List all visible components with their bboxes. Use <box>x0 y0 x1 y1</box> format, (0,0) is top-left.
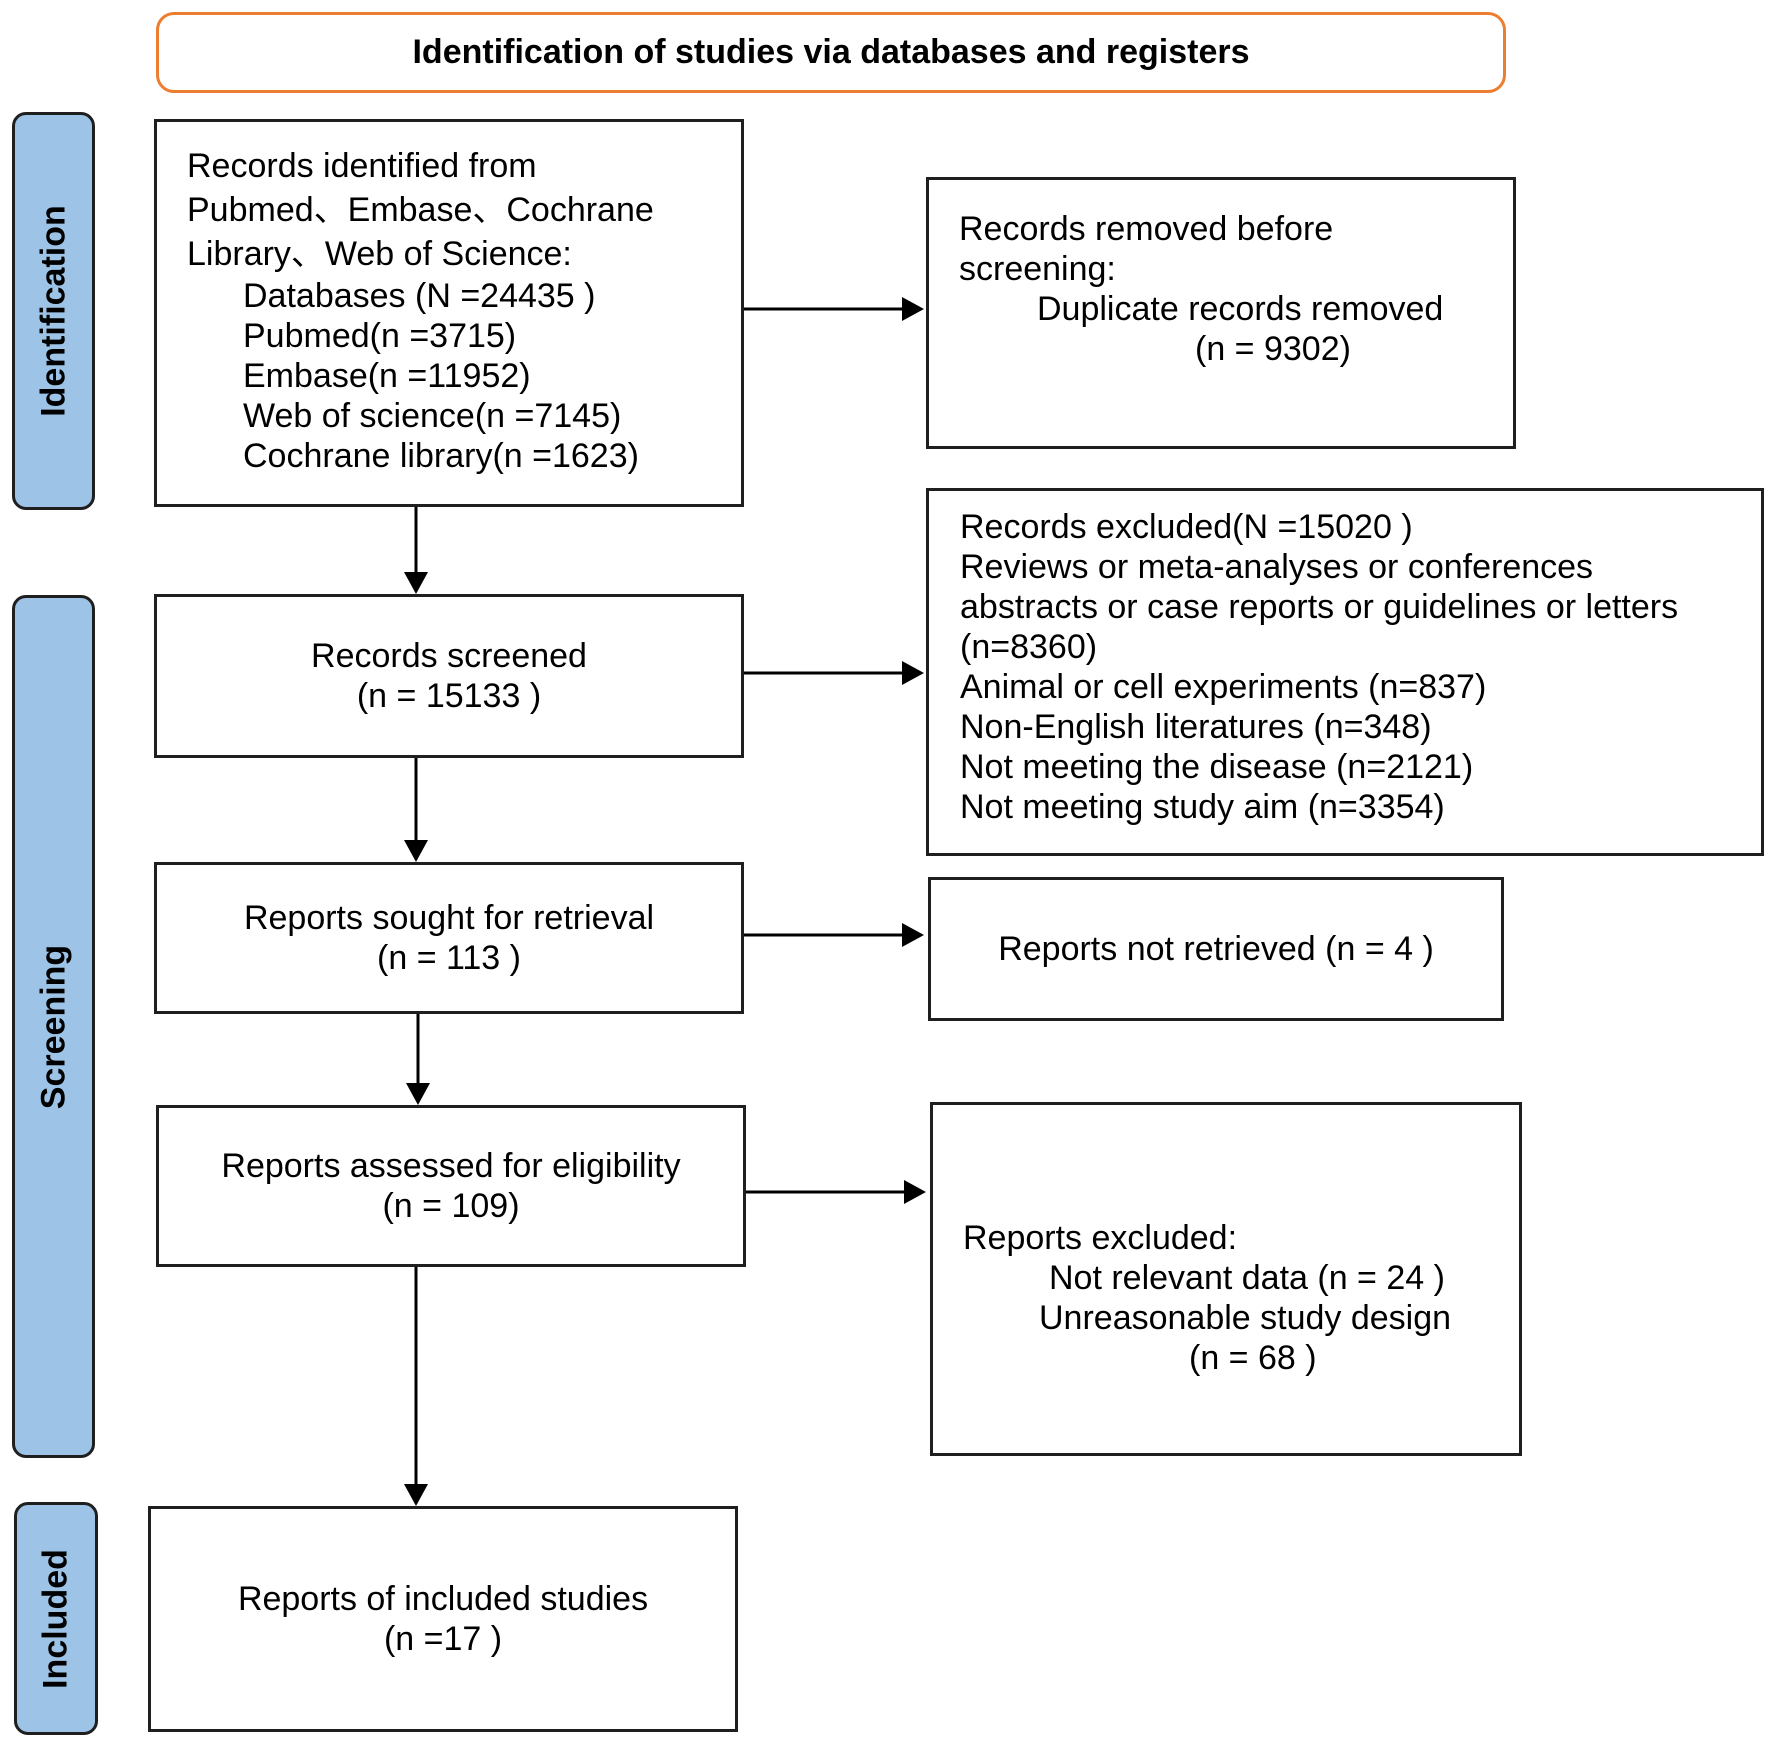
records-removed-line: screening: <box>959 250 1116 288</box>
records-identified-box: Records identified from Pubmed、Embase、Co… <box>154 119 744 507</box>
records-excluded-line: Reviews or meta-analyses or conferences <box>960 548 1594 586</box>
arrow-screened-to-excluded-head <box>902 661 924 685</box>
header-title-box: Identification of studies via databases … <box>156 12 1506 93</box>
reports-included-count: (n =17 ) <box>383 1620 503 1658</box>
arrow-assessed-to-excluded-head <box>904 1180 926 1204</box>
records-removed-line: Duplicate records removed <box>1037 290 1444 328</box>
phase-identification: Identification <box>12 112 95 510</box>
reports-sought-label: Reports sought for retrieval <box>243 899 655 937</box>
reports-assessed-count: (n = 109) <box>382 1187 520 1225</box>
reports-included-box: Reports of included studies (n =17 ) <box>148 1506 738 1732</box>
records-screened-label: Records screened <box>311 637 587 675</box>
reports-assessed-label: Reports assessed for eligibility <box>221 1147 681 1185</box>
records-screened-count: (n = 15133 ) <box>356 677 542 715</box>
reports-included-label: Reports of included studies <box>237 1580 649 1618</box>
records-identified-line: Web of science(n =7145) <box>243 397 622 435</box>
arrow-sought-to-not-retrieved-head <box>902 923 924 947</box>
records-excluded-line: Animal or cell experiments (n=837) <box>960 668 1487 706</box>
records-excluded-line: abstracts or case reports or guidelines … <box>960 588 1679 626</box>
reports-excluded-line: Reports excluded: <box>963 1219 1238 1257</box>
reports-excluded-line: Unreasonable study design <box>1039 1299 1452 1337</box>
records-identified-line: Embase(n =11952) <box>243 357 531 395</box>
header-title: Identification of studies via databases … <box>412 33 1250 71</box>
reports-excluded-line: Not relevant data (n = 24 ) <box>1049 1259 1445 1297</box>
reports-not-retrieved-box: Reports not retrieved (n = 4 ) <box>928 877 1504 1021</box>
records-excluded-box: Records excluded(N =15020 ) Reviews or m… <box>926 488 1764 856</box>
records-identified-line: Library、Web of Science: <box>187 235 572 273</box>
records-screened-box: Records screened (n = 15133 ) <box>154 594 744 758</box>
records-removed-line: Records removed before <box>959 210 1334 248</box>
records-identified-line: Cochrane library(n =1623) <box>243 437 639 475</box>
phase-included: Included <box>14 1502 98 1735</box>
arrow-screened-to-sought-head <box>404 840 428 862</box>
phase-screening: Screening <box>12 595 95 1458</box>
reports-excluded-box: Reports excluded: Not relevant data (n =… <box>930 1102 1522 1456</box>
arrow-identified-to-removed-head <box>902 297 924 321</box>
reports-excluded-line: (n = 68 ) <box>1189 1339 1317 1377</box>
arrow-identified-to-screened-head <box>404 572 428 594</box>
records-removed-box: Records removed before screening: Duplic… <box>926 177 1516 449</box>
reports-sought-box: Reports sought for retrieval (n = 113 ) <box>154 862 744 1014</box>
records-excluded-line: Records excluded(N =15020 ) <box>960 508 1413 546</box>
records-identified-line: Pubmed(n =3715) <box>243 317 517 355</box>
arrow-sought-to-assessed-head <box>406 1083 430 1105</box>
records-removed-line: (n = 9302) <box>1195 330 1351 368</box>
records-excluded-line: Not meeting study aim (n=3354) <box>960 788 1445 826</box>
reports-not-retrieved-label: Reports not retrieved (n = 4 ) <box>998 930 1434 968</box>
arrow-assessed-to-included-head <box>404 1484 428 1506</box>
records-identified-line: Records identified from <box>187 147 537 185</box>
reports-sought-count: (n = 113 ) <box>377 939 521 977</box>
reports-assessed-box: Reports assessed for eligibility (n = 10… <box>156 1105 746 1267</box>
records-excluded-line: Non-English literatures (n=348) <box>960 708 1432 746</box>
records-identified-line: Pubmed、Embase、Cochrane <box>187 191 654 229</box>
records-excluded-line: Not meeting the disease (n=2121) <box>960 748 1474 786</box>
records-excluded-line: (n=8360) <box>960 628 1098 666</box>
records-identified-line: Databases (N =24435 ) <box>243 277 596 315</box>
